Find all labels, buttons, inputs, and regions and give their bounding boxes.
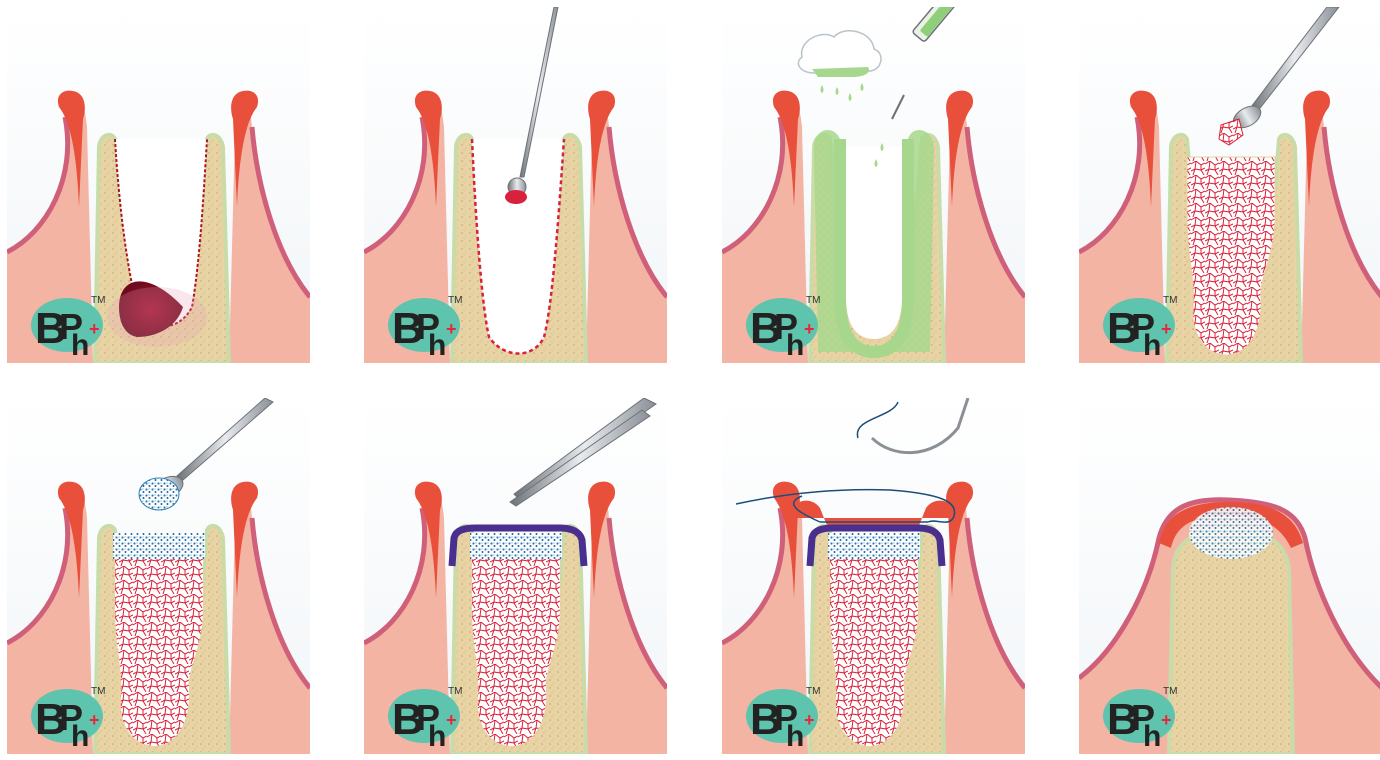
svg-text:TM: TM: [91, 295, 105, 306]
diagram-debridement: BPh+TM: [364, 7, 667, 363]
svg-text:+: +: [804, 710, 815, 730]
svg-text:TM: TM: [806, 686, 820, 697]
diagram-graft-cap: BPh+TM: [7, 398, 310, 754]
svg-text:+: +: [89, 710, 100, 730]
svg-text:TM: TM: [1163, 295, 1177, 306]
svg-text:+: +: [1161, 319, 1172, 339]
diagram-extraction-socket: BPh+TM: [7, 7, 310, 363]
svg-text:+: +: [89, 319, 100, 339]
diagram-bone-graft: BPh+TM: [1079, 7, 1380, 363]
svg-text:h: h: [428, 720, 446, 753]
cotton-cloud-icon: [798, 31, 881, 101]
svg-text:h: h: [786, 720, 804, 753]
svg-text:TM: TM: [1163, 686, 1177, 697]
svg-text:h: h: [1143, 720, 1161, 753]
svg-text:TM: TM: [448, 295, 462, 306]
suture-thread-icon: [736, 402, 955, 522]
tweezers-icon: [510, 398, 656, 506]
svg-text:+: +: [804, 319, 815, 339]
svg-text:TM: TM: [806, 295, 820, 306]
svg-text:+: +: [446, 710, 457, 730]
diagram-suturing: BPh+TM: [722, 398, 1025, 754]
svg-text:+: +: [1161, 710, 1172, 730]
svg-text:h: h: [786, 329, 804, 362]
svg-text:h: h: [71, 720, 89, 753]
svg-text:h: h: [428, 329, 446, 362]
diagram-irrigation: BPh+TM: [722, 7, 1025, 363]
svg-text:TM: TM: [448, 686, 462, 697]
diagram-membrane: BPh+TM: [364, 398, 667, 754]
svg-text:+: +: [446, 319, 457, 339]
svg-text:TM: TM: [91, 686, 105, 697]
suture-needle-icon: [872, 398, 968, 453]
svg-text:h: h: [1143, 329, 1161, 362]
svg-text:h: h: [71, 329, 89, 362]
diagram-healed-ridge: BPh+TM: [1079, 398, 1380, 754]
